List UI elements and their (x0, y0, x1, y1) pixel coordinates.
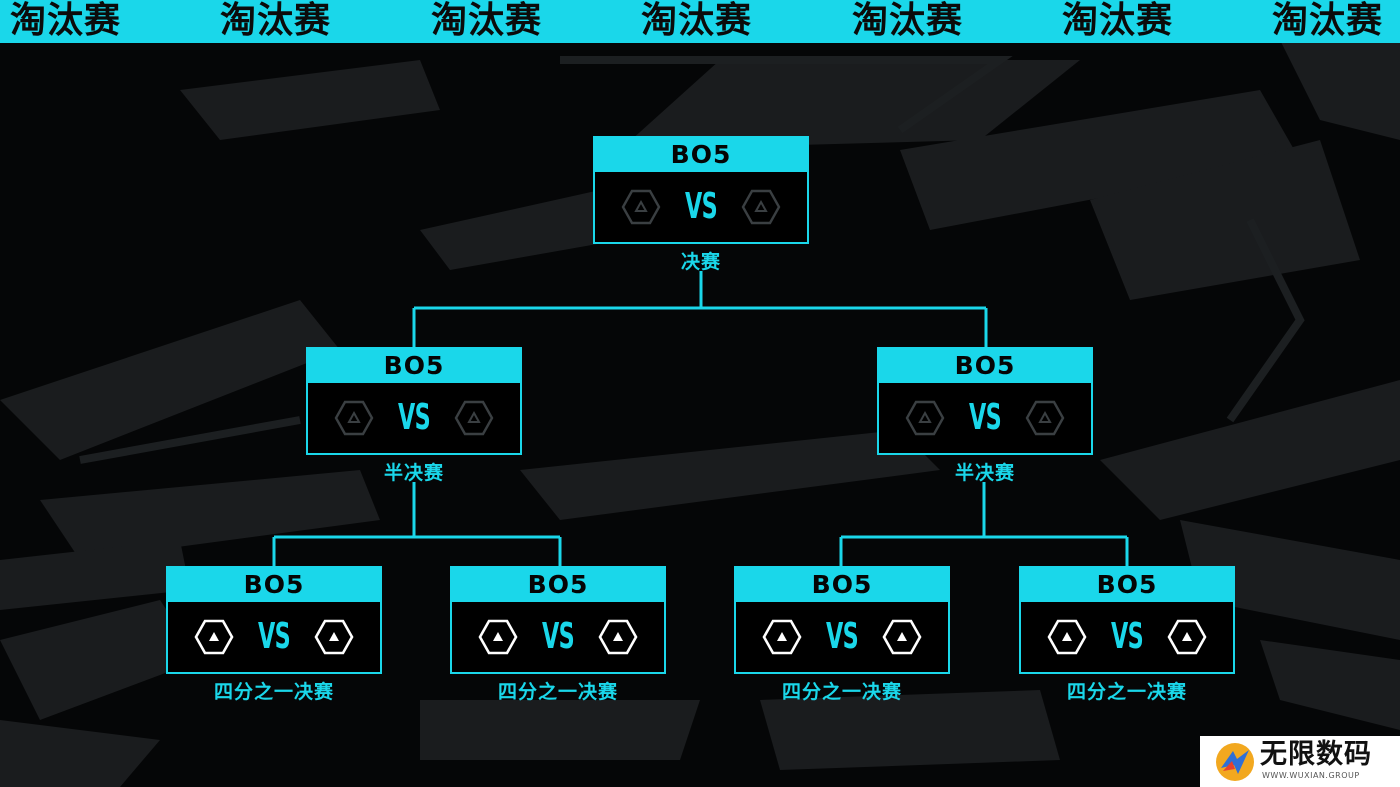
match-format: BO5 (168, 568, 380, 602)
semi-left-connector (272, 482, 562, 566)
logo-name: 无限数码 (1260, 739, 1372, 770)
banner-text: 淘汰赛 (641, 0, 753, 41)
round-label-quarter-4: 四分之一决赛 (1066, 681, 1187, 703)
vs-label: VS (541, 616, 575, 657)
hexagon-placeholder-icon (1167, 619, 1207, 655)
match-card-quarter-3[interactable]: BO5 VS (734, 566, 950, 674)
hexagon-placeholder-icon (334, 400, 374, 436)
round-label-quarter-3: 四分之一决赛 (781, 681, 902, 703)
hexagon-placeholder-icon (741, 189, 781, 225)
banner-text: 淘汰赛 (1272, 0, 1384, 41)
match-card-semi-left[interactable]: BO5 VS (306, 347, 522, 455)
match-format: BO5 (308, 349, 520, 383)
match-format: BO5 (879, 349, 1091, 383)
match-format: BO5 (452, 568, 664, 602)
round-label-semi-left: 半决赛 (383, 462, 444, 484)
banner-text: 淘汰赛 (220, 0, 332, 41)
hexagon-placeholder-icon (454, 400, 494, 436)
hexagon-placeholder-icon (882, 619, 922, 655)
round-label-final: 决赛 (680, 251, 721, 273)
final-connector (412, 271, 988, 347)
hexagon-placeholder-icon (762, 619, 802, 655)
hexagon-placeholder-icon (1047, 619, 1087, 655)
semi-right-connector (839, 482, 1129, 566)
banner-text: 淘汰赛 (10, 0, 122, 41)
logo-subtitle: WWW.WUXIAN.GROUP (1262, 771, 1360, 780)
banner-text: 淘汰赛 (1062, 0, 1174, 41)
vs-label: VS (684, 186, 718, 227)
match-card-quarter-2[interactable]: BO5 VS (450, 566, 666, 674)
hexagon-placeholder-icon (621, 189, 661, 225)
hexagon-placeholder-icon (905, 400, 945, 436)
knockout-banner: 淘汰赛 淘汰赛 淘汰赛 淘汰赛 淘汰赛 淘汰赛 淘汰赛 (0, 0, 1400, 43)
vs-label: VS (1110, 616, 1144, 657)
match-card-quarter-4[interactable]: BO5 VS (1019, 566, 1235, 674)
match-card-final[interactable]: BO5 VS (593, 136, 809, 244)
hexagon-placeholder-icon (314, 619, 354, 655)
round-label-semi-right: 半决赛 (954, 462, 1015, 484)
vs-label: VS (257, 616, 291, 657)
hexagon-placeholder-icon (478, 619, 518, 655)
watermark-logo: 无限数码 WWW.WUXIAN.GROUP (1200, 736, 1400, 787)
vs-label: VS (968, 397, 1002, 438)
banner-text: 淘汰赛 (852, 0, 964, 41)
wuxian-logo-icon (1216, 743, 1254, 781)
match-format: BO5 (1021, 568, 1233, 602)
vs-label: VS (825, 616, 859, 657)
match-format: BO5 (595, 138, 807, 172)
match-card-quarter-1[interactable]: BO5 VS (166, 566, 382, 674)
match-card-semi-right[interactable]: BO5 VS (877, 347, 1093, 455)
banner-text: 淘汰赛 (431, 0, 543, 41)
hexagon-placeholder-icon (598, 619, 638, 655)
match-format: BO5 (736, 568, 948, 602)
vs-label: VS (397, 397, 431, 438)
hexagon-placeholder-icon (1025, 400, 1065, 436)
round-label-quarter-2: 四分之一决赛 (497, 681, 618, 703)
hexagon-placeholder-icon (194, 619, 234, 655)
round-label-quarter-1: 四分之一决赛 (213, 681, 334, 703)
